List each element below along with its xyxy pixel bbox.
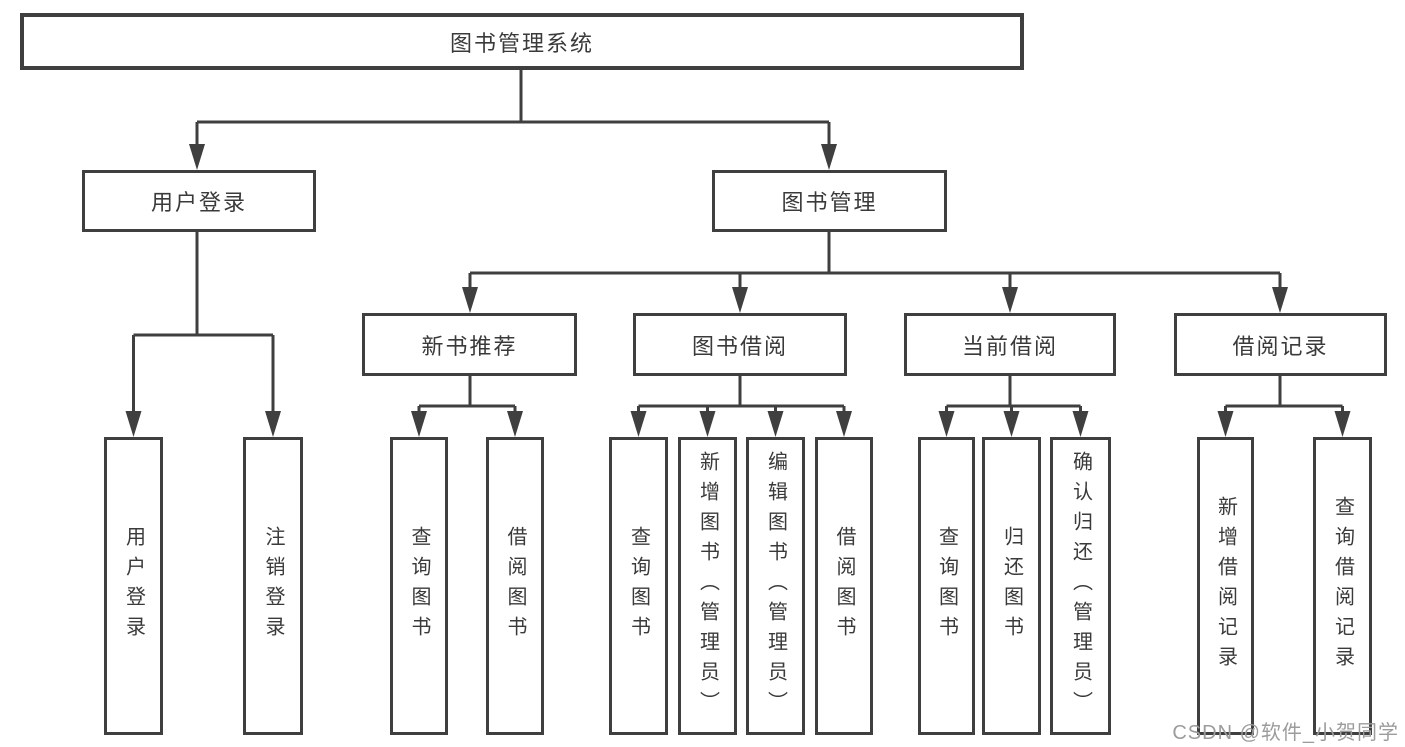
connector-book-borrowing-children: [630, 376, 852, 437]
connector-root-to-level2: [189, 69, 837, 170]
leaf-query-books-recommend: 查询图书: [390, 437, 448, 735]
leaf-add-book-admin: 新增图书（管理员）: [678, 437, 737, 735]
connector-current-borrowing-children: [938, 376, 1089, 437]
node-label: 借阅图书: [833, 526, 855, 646]
node-label: 查询图书: [408, 526, 430, 646]
node-book-management: 图书管理: [712, 170, 947, 232]
node-label: 借阅记录: [1232, 333, 1329, 359]
node-label: 用户登录: [122, 526, 145, 646]
leaf-borrow-books-borrowing: 借阅图书: [815, 437, 873, 735]
node-label: 查询借阅记录: [1331, 496, 1354, 676]
node-label: 查询图书: [627, 526, 650, 646]
node-library-management-system: 图书管理系统: [20, 13, 1024, 70]
connector-user-login-children: [125, 232, 281, 437]
node-label: 确认归还（管理员）: [1069, 451, 1092, 721]
leaf-borrow-books-recommend: 借阅图书: [486, 437, 544, 735]
connector-book-management-children: [462, 232, 1288, 313]
node-label: 编辑图书（管理员）: [764, 451, 787, 721]
node-user-login: 用户登录: [82, 170, 316, 232]
node-label: 新增图书（管理员）: [696, 451, 719, 721]
leaf-logout: 注销登录: [243, 437, 303, 735]
leaf-confirm-return-admin: 确认归还（管理员）: [1050, 437, 1111, 735]
node-borrowing-records: 借阅记录: [1174, 313, 1387, 376]
node-label: 用户登录: [150, 190, 247, 215]
node-label: 图书借阅: [691, 333, 788, 359]
leaf-query-books-borrowing: 查询图书: [609, 437, 668, 735]
node-label: 图书管理: [781, 190, 878, 215]
node-label: 注销登录: [262, 526, 284, 646]
node-label: 借阅图书: [504, 526, 526, 646]
node-label: 新书推荐: [421, 333, 518, 359]
node-label: 当前借阅: [961, 333, 1058, 359]
node-label: 查询图书: [935, 526, 958, 646]
leaf-user-login: 用户登录: [104, 437, 163, 735]
node-label: 新增借阅记录: [1214, 496, 1237, 676]
connector-new-book-recommendation-children: [411, 376, 523, 437]
node-new-book-recommendation: 新书推荐: [362, 313, 577, 376]
node-current-borrowing: 当前借阅: [904, 313, 1116, 376]
node-book-borrowing: 图书借阅: [633, 313, 847, 376]
leaf-return-books: 归还图书: [982, 437, 1041, 735]
csdn-watermark: CSDN @软件_小贺同学: [1172, 722, 1399, 744]
leaf-edit-book-admin: 编辑图书（管理员）: [746, 437, 805, 735]
leaf-query-books-current: 查询图书: [918, 437, 975, 735]
node-label: 归还图书: [1000, 526, 1023, 646]
leaf-query-borrow-record: 查询借阅记录: [1313, 437, 1372, 735]
leaf-add-borrow-record: 新增借阅记录: [1197, 437, 1254, 735]
node-label: 图书管理系统: [449, 30, 594, 56]
connector-borrowing-records-children: [1217, 376, 1351, 437]
